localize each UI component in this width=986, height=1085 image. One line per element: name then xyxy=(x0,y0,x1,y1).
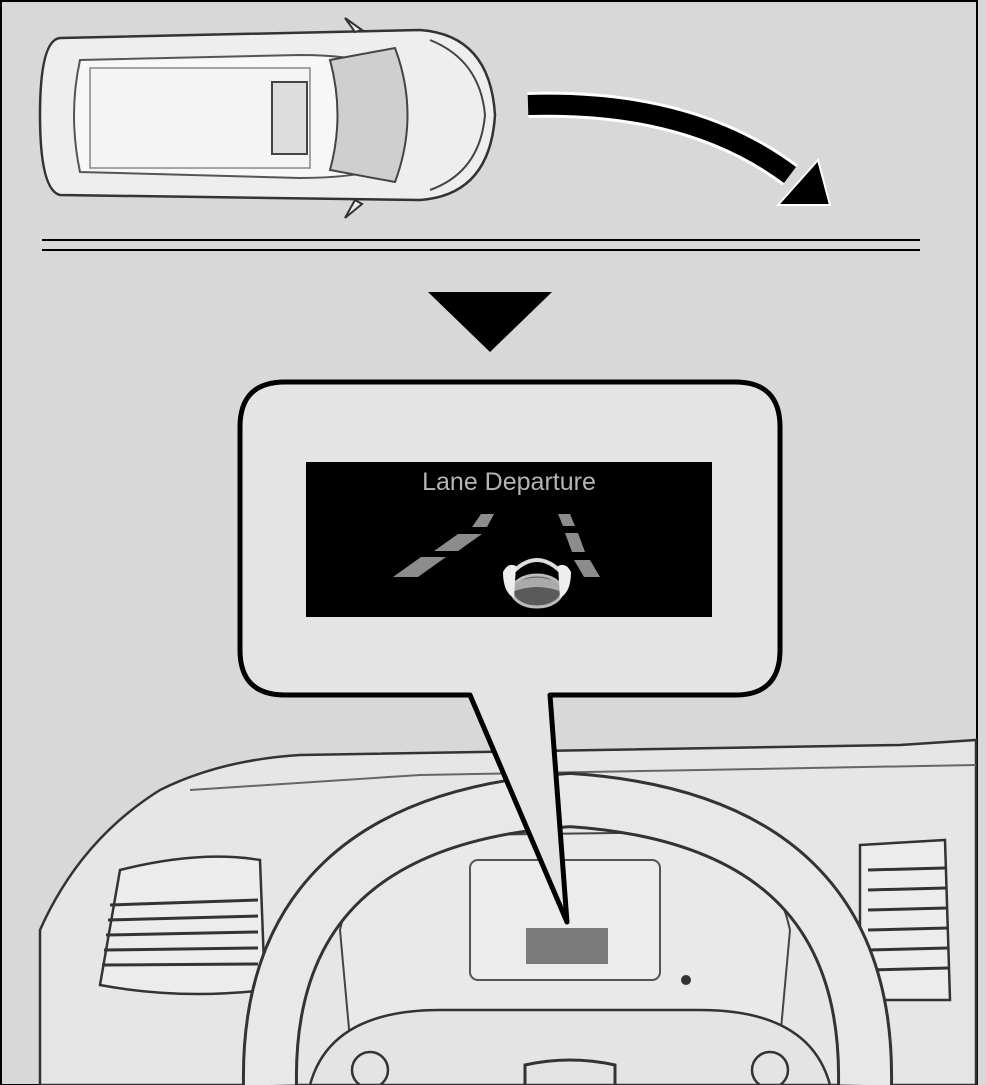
steering-wheel xyxy=(241,771,894,1085)
car-top-view xyxy=(38,17,497,219)
lane-marks xyxy=(393,514,600,577)
steering-hands-icon xyxy=(503,558,571,609)
instrument-display xyxy=(526,928,608,964)
turn-arrow-icon xyxy=(527,91,832,206)
down-arrow-icon xyxy=(428,292,552,352)
lane-departure-message: Lane Departure xyxy=(422,468,596,496)
